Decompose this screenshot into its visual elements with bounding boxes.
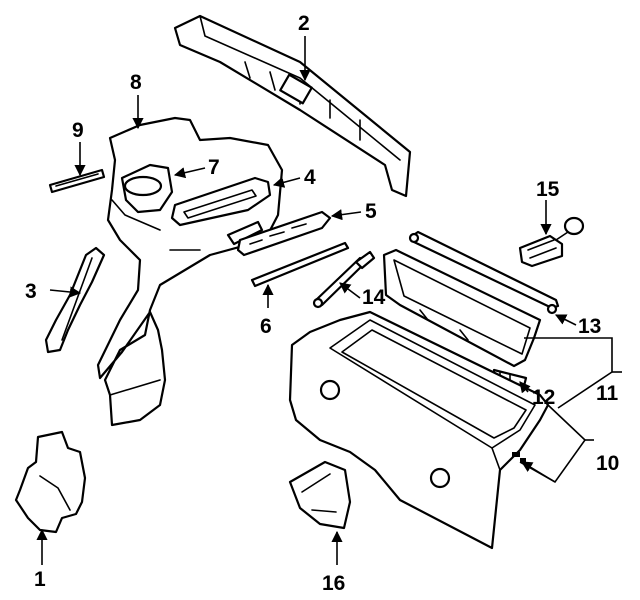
part-7-housing [120,163,174,214]
part-11-glass-frame [382,248,542,368]
part-4-trim-insert [170,176,272,246]
leader-4 [272,176,301,188]
part-5-handle-molding [236,210,332,257]
callout-9: 9 [72,119,84,142]
leader-5 [330,209,362,221]
callout-5: 5 [365,200,377,223]
callout-10: 10 [596,452,619,475]
part-13-support-rod [408,230,560,315]
leader-13 [554,314,577,326]
callout-6: 6 [260,315,272,338]
callout-labels: 1 2 3 4 5 6 7 8 9 10 11 12 13 14 15 16 [25,12,619,595]
part-1-lower-trim [14,430,87,534]
part-14-gas-strut [312,250,376,309]
part-3-pillar-trim [44,246,106,354]
leader-7 [173,167,206,179]
callout-16: 16 [322,572,345,595]
callout-13: 13 [578,315,601,338]
part-8-quarter-panel [96,116,284,427]
callout-15: 15 [536,178,560,201]
callout-4: 4 [304,166,316,189]
leader-lines [36,36,622,565]
callout-7: 7 [208,156,220,179]
part-15-lock-cylinder [518,216,585,268]
callout-2: 2 [298,12,310,35]
part-6-sill-strip [250,241,350,288]
callout-11: 11 [596,382,619,405]
callout-1: 1 [34,568,46,591]
leader-12 [519,381,531,394]
bracket-11 [524,337,613,409]
callout-3: 3 [25,280,37,303]
callout-14: 14 [362,286,386,309]
part-10-cargo-panel [288,310,550,550]
part-2-roof-trim [173,14,412,198]
leader-14 [339,282,361,299]
part-9-molding [48,168,106,194]
part-16-small-panel [288,460,352,530]
callout-8: 8 [130,71,142,94]
callout-12: 12 [532,386,555,409]
leader-3 [49,286,82,298]
